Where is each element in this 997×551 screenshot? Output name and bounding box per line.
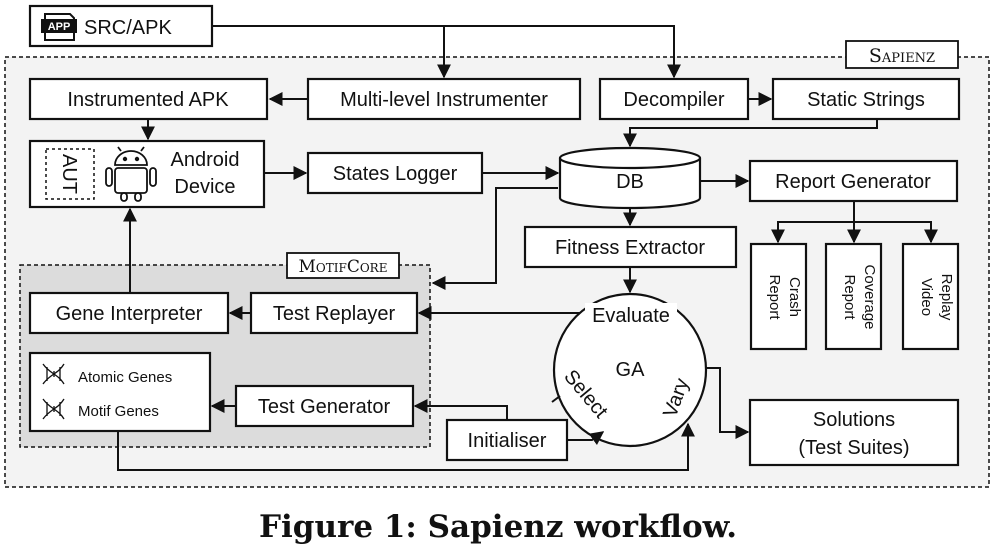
coverage-report-line-2: Report (841, 274, 858, 320)
decompiler-label: Decompiler (623, 89, 724, 111)
instrumented-apk-box (28, 77, 269, 121)
states-logger-label: States Logger (333, 163, 458, 185)
aut-box (45, 148, 95, 200)
fitness-extractor-box (523, 225, 738, 269)
static-strings-label: Static Strings (807, 89, 925, 111)
motif-genes-label: Motif Genes (78, 403, 159, 420)
motifcore-label: MotifCore (299, 257, 388, 277)
instrumented-apk-label: Instrumented APK (67, 89, 229, 111)
android-robot-icon (105, 146, 157, 202)
db-label: DB (616, 171, 644, 193)
app-file-icon: APP (41, 13, 77, 41)
initialiser-label: Initialiser (468, 430, 547, 452)
replay-video-line-2: Video (918, 278, 935, 316)
atomic-genes-label: Atomic Genes (78, 369, 172, 386)
svg-text:APP: APP (48, 21, 71, 33)
solutions-box (748, 398, 960, 467)
android-device-label-2: Device (174, 176, 235, 198)
solutions-label-2: (Test Suites) (798, 437, 909, 459)
coverage-report-box (824, 242, 883, 351)
db-cylinder (558, 146, 702, 210)
ga-circle (552, 292, 708, 448)
test-replayer-box (249, 291, 419, 335)
edges (117, 25, 938, 471)
instrumenter-label: Multi-level Instrumenter (340, 89, 548, 111)
crash-report-line-2: Report (766, 274, 783, 320)
decompiler-box (598, 77, 750, 121)
test-generator-label: Test Generator (258, 396, 391, 418)
fitness-extractor-label: Fitness Extractor (555, 237, 705, 259)
states-logger-box (306, 151, 484, 195)
static-strings-box (771, 77, 961, 121)
dna-icon (42, 398, 65, 420)
crash-report-line-1: Crash (786, 277, 803, 317)
evaluate-label-bg (585, 303, 677, 325)
replay-video-box (901, 242, 960, 351)
crash-report-box (749, 242, 808, 351)
sapienz-label: Sapienz (869, 45, 935, 67)
report-generator-label: Report Generator (775, 171, 931, 193)
android-device-label-1: Android (171, 149, 240, 171)
genes-box (28, 351, 212, 433)
src-apk-label: SRC/APK (84, 17, 172, 39)
test-replayer-label: Test Replayer (273, 303, 396, 325)
evaluate-label: Evaluate (592, 305, 670, 327)
figure-caption: Figure 1: Sapienz workflow. (259, 509, 737, 545)
aut-label: AUT (58, 154, 80, 194)
gene-interpreter-label: Gene Interpreter (56, 303, 203, 325)
solutions-label-1: Solutions (813, 409, 895, 431)
coverage-report-line-1: Coverage (861, 264, 878, 329)
motifcore-tag (286, 252, 400, 279)
replay-video-line-1: Replay (938, 274, 955, 321)
sapienz-tag (845, 40, 959, 69)
dna-icon (42, 363, 65, 385)
gene-interpreter-box (28, 291, 230, 335)
ga-label: GA (616, 359, 646, 381)
